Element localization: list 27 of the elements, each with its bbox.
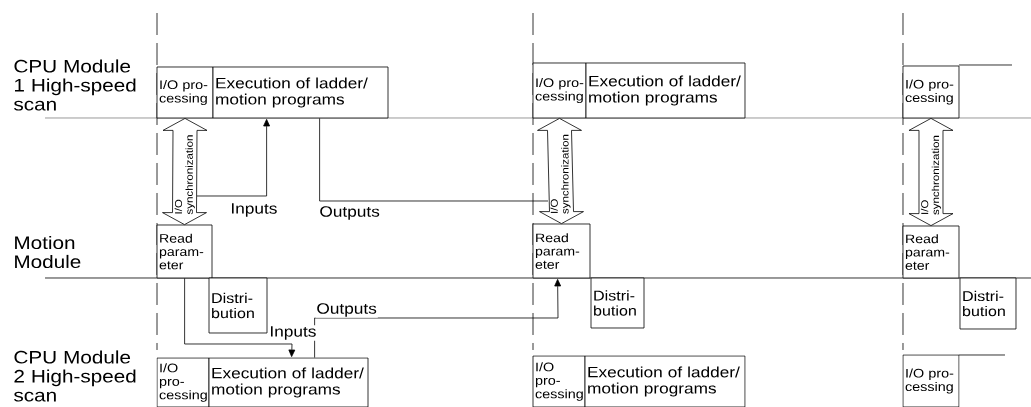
process-box: Distri-bution bbox=[590, 277, 645, 329]
process-box: Read param-eter bbox=[156, 224, 213, 279]
process-box: I/O pro-cessing bbox=[532, 62, 587, 119]
process-box: Distri-bution bbox=[959, 277, 1017, 330]
edge-label: Inputs bbox=[268, 325, 318, 341]
edge-label: I/O synchronization bbox=[550, 128, 571, 214]
row-label: CPU Module 2 High-speed scan bbox=[14, 350, 136, 402]
process-box: I/O pro-cessing bbox=[902, 65, 960, 119]
process-box: I/O pro-cessing bbox=[156, 357, 210, 407]
connector-line bbox=[319, 118, 549, 202]
edge-label: Outputs bbox=[318, 205, 381, 221]
row-label: CPU Module 1 High-speed scan bbox=[14, 59, 136, 111]
edge-label: I/O synchronization bbox=[920, 129, 942, 215]
process-box: Read param-eter bbox=[902, 225, 960, 279]
edge-label: I/O synchronization bbox=[174, 128, 195, 215]
process-box: I/O pro-cessing bbox=[532, 355, 586, 407]
process-box: I/O pro-cessing bbox=[902, 354, 960, 407]
process-box: I/O pro-cessing bbox=[156, 66, 214, 119]
arrow bbox=[196, 119, 270, 197]
arrow bbox=[314, 279, 562, 358]
edge-label: Outputs bbox=[315, 302, 378, 318]
row-label: Motion Module bbox=[15, 235, 81, 269]
edge-label: Inputs bbox=[229, 202, 279, 218]
arrow bbox=[184, 278, 296, 357]
process-box: Execution of ladder/ motion programs bbox=[584, 355, 746, 407]
process-box: Read param-eter bbox=[532, 223, 591, 279]
process-box: Distri-bution bbox=[208, 277, 268, 334]
